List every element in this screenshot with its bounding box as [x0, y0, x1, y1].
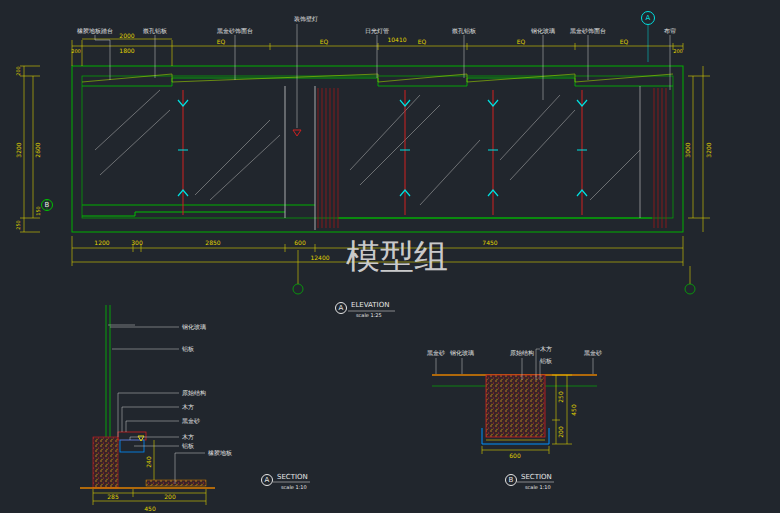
annotation-text: 橡胶地板	[208, 450, 232, 456]
annotation-text: 原始结构	[510, 350, 534, 356]
dimension-text: 240	[146, 456, 152, 467]
annotation-text: 铝板	[540, 358, 552, 364]
annotation-text: 黑金砂	[182, 418, 200, 424]
dimension-text: 150	[36, 206, 41, 216]
dimension-text: 200	[558, 426, 564, 437]
dimension-text: 200	[164, 494, 175, 500]
dimension-text: 600	[509, 453, 520, 459]
dimension-text: 1800	[119, 48, 134, 54]
title-underlines	[273, 311, 554, 482]
annotation-text: 钢化玻璃	[450, 350, 474, 356]
dimension-text: 600	[294, 240, 305, 246]
annotation-text: SECTION	[521, 474, 552, 481]
section-marker: B	[41, 199, 53, 211]
marker-letter: A	[265, 477, 270, 484]
marker-letter: B	[509, 477, 514, 484]
dimension-lines	[20, 39, 710, 284]
annotation-text: 铝板	[182, 346, 194, 352]
dimension-text: 450	[144, 506, 155, 512]
annotation-text: 装饰壁灯	[294, 16, 318, 22]
annotation-text: scale 1:10	[281, 485, 307, 490]
dimension-text: EQ	[620, 39, 629, 45]
dimension-text: EQ	[517, 39, 526, 45]
section-marker: A	[335, 302, 347, 314]
annotation-text: SECTION	[277, 474, 308, 481]
annotation-text: ELEVATION	[351, 302, 389, 309]
annotation-text: 布帘	[664, 28, 676, 34]
annotation-text: 嵌孔铝板	[452, 28, 476, 34]
dimension-text: 200	[16, 66, 21, 76]
annotation-text: 日光灯管	[365, 28, 389, 34]
annotation-text: 木方	[540, 346, 552, 352]
section-marker: A	[261, 474, 273, 486]
annotation-text: 木方	[182, 404, 194, 410]
dimension-text: 2850	[205, 240, 220, 246]
dimension-text: 285	[107, 494, 118, 500]
annotation-text: 黑金砂饰面台	[570, 28, 606, 34]
dimension-text: 450	[571, 404, 577, 415]
axis-markers	[293, 284, 695, 294]
dimension-text: 12400	[310, 255, 329, 261]
annotation-text: 钢化玻璃	[531, 28, 555, 34]
annotation-text: 铝板	[182, 443, 194, 449]
dimension-text: 200	[673, 49, 683, 54]
annotation-text: 黑金砂	[427, 350, 445, 356]
dimension-text: 3000	[685, 142, 691, 157]
annotation-text: 嵌孔铝板	[143, 28, 167, 34]
dimension-text: 200	[71, 49, 81, 54]
leader-lines	[47, 24, 670, 211]
dimension-text: 3200	[16, 142, 22, 157]
dimension-text: 10410	[387, 37, 406, 43]
annotation-text: 木方	[182, 434, 194, 440]
marker-letter: B	[45, 202, 50, 209]
annotation-text: 黑金砂	[584, 350, 602, 356]
elevation	[72, 66, 683, 232]
dimension-text: 250	[16, 220, 21, 230]
dimension-text: 3200	[706, 142, 712, 157]
dimension-text: 7450	[482, 240, 497, 246]
dimension-text: 300	[131, 240, 142, 246]
annotation-text: 橡胶地板踏台	[77, 28, 113, 34]
dimension-text: 1200	[94, 240, 109, 246]
section-a	[80, 305, 215, 505]
marker-letter: A	[339, 305, 344, 312]
section-marker: A	[641, 11, 655, 25]
annotation-text: 钢化玻璃	[182, 324, 206, 330]
section-b	[432, 349, 597, 454]
dimension-text: 2000	[119, 33, 134, 39]
annotation-text: scale 1:10	[525, 485, 551, 490]
marker-letter: A	[646, 15, 651, 22]
annotation-text: 模型组	[346, 239, 448, 273]
dimension-text: 2600	[35, 142, 41, 157]
dimension-text: 250	[558, 391, 564, 402]
annotation-text: 原始结构	[182, 390, 206, 396]
dimension-text: EQ	[217, 39, 226, 45]
section-marker: B	[505, 474, 517, 486]
annotation-text: 黑金砂饰面台	[217, 28, 253, 34]
dimension-text: EQ	[320, 39, 329, 45]
annotation-text: scale 1:25	[356, 313, 382, 318]
dimension-text: EQ	[418, 39, 427, 45]
